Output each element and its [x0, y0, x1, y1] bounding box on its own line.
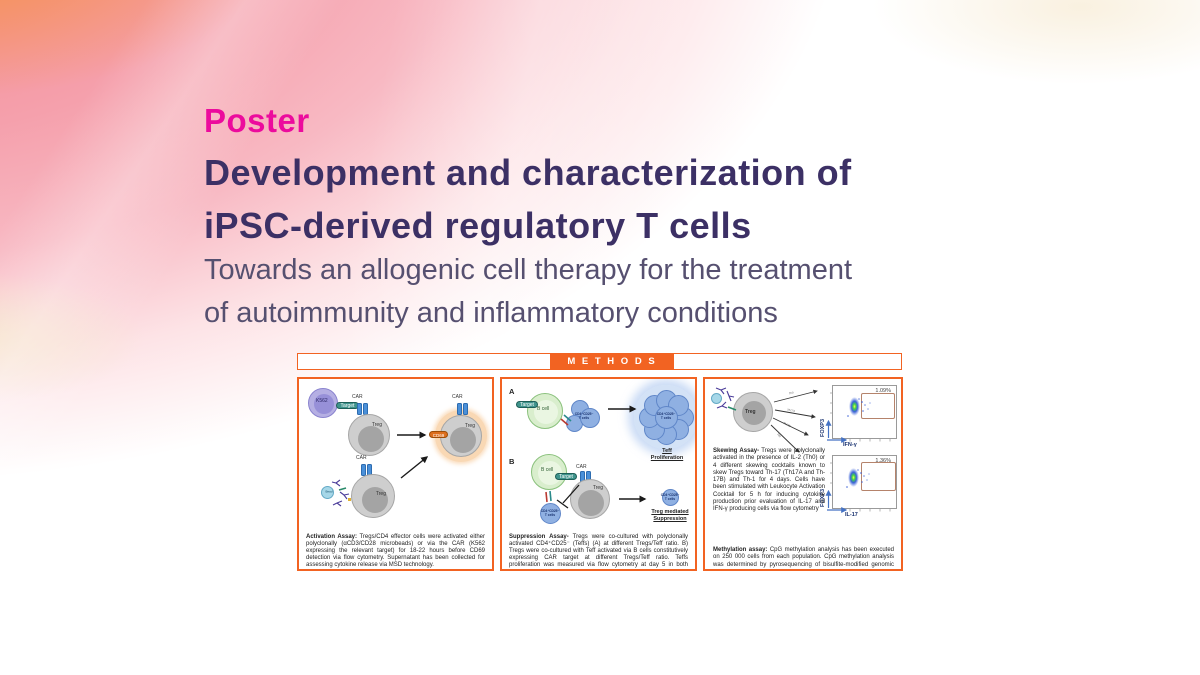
- diagram-b-label: B: [509, 457, 515, 466]
- treg-cell: Treg: [351, 474, 395, 518]
- methods-header-title: M E T H O D S: [550, 352, 674, 370]
- gate-percentage: 1.09%: [875, 387, 891, 394]
- treg-nucleus: [578, 490, 604, 516]
- page-subtitle: Towards an allogenic cell therapy for th…: [204, 249, 852, 335]
- car-label: CAR: [452, 394, 463, 400]
- flow-plot-ifng: 1.09%: [832, 385, 897, 439]
- antibody-icon: [331, 479, 350, 507]
- teff-cluster-label: CD4⁺CD25⁻ T cells: [656, 412, 676, 420]
- car-label: CAR: [576, 464, 587, 470]
- car-receptor-icon: [457, 403, 468, 415]
- treg-cell: Treg: [733, 392, 773, 432]
- treg-mediated-suppression-label: Treg mediated Suppression: [651, 509, 689, 522]
- methods-header-bar: M E T H O D S: [297, 352, 902, 370]
- eyebrow-label: Poster: [204, 102, 310, 139]
- car-label: CAR: [356, 455, 367, 461]
- treg-label: Treg: [371, 422, 382, 428]
- receptor-icon: [545, 491, 548, 503]
- skewing-caption: Skewing Assay- Tregs were polyclonally a…: [713, 448, 825, 513]
- suppressed-teff-label: CD4⁺CD25⁻ T cells: [660, 493, 680, 501]
- teff-cell: [580, 408, 600, 428]
- flow-plot-il17: 1.36%: [832, 455, 897, 509]
- page-title: Development and characterization of iPSC…: [204, 146, 852, 252]
- teff-cell-label: CD4⁺CD25⁻ T cells: [540, 509, 560, 517]
- teff-cell-center: [654, 405, 678, 429]
- subtitle-line-1: Towards an allogenic cell therapy for th…: [204, 254, 853, 286]
- bead-label: Bead: [325, 490, 333, 494]
- target-pill: Target: [516, 401, 538, 408]
- panel-suppression-assay: A B cell Target CD4⁺CD25⁻ T cells CD4⁺CD…: [500, 377, 697, 571]
- gate-percentage: 1.36%: [875, 457, 891, 464]
- diagram-a-label: A: [509, 387, 515, 396]
- treg-label: Treg: [464, 423, 475, 429]
- k562-nucleus: [314, 394, 334, 414]
- treg-cell: Treg: [570, 479, 610, 519]
- suppressed-teff-cell: [662, 489, 679, 506]
- subtitle-line-2: of autoimmunity and inflammatory conditi…: [204, 297, 778, 329]
- b-cell: B cell: [527, 393, 563, 429]
- target-pill: Target: [336, 402, 359, 409]
- treg-nucleus: [742, 401, 766, 425]
- x-axis-label: IFN-γ: [843, 442, 857, 448]
- k562-cell: K562: [308, 388, 338, 418]
- x-axis-label: IL-17: [845, 512, 858, 518]
- th17b-arrow-label: Th17B: [782, 421, 791, 428]
- suppression-caption: Suppression Assay- Tregs were co-culture…: [509, 534, 688, 569]
- treg-label: Treg: [745, 409, 756, 415]
- antibody-icon: [338, 487, 347, 491]
- title-line-1: Development and characterization of: [204, 152, 852, 193]
- treg-cell: Treg: [348, 414, 390, 456]
- car-label: CAR: [352, 394, 363, 400]
- gate-box: [861, 393, 895, 419]
- treg-label: Treg: [375, 491, 386, 497]
- treg-nucleus: [362, 487, 388, 513]
- teff-proliferation-label: Teff Proliferation: [650, 448, 684, 461]
- treg-label: Treg: [592, 485, 603, 491]
- treg-nucleus: [358, 426, 384, 452]
- title-line-2: iPSC-derived regulatory T cells: [204, 205, 752, 246]
- b-cell-nucleus: [534, 400, 558, 424]
- panel-activation-assay: K562 Target CAR Treg CAR Treg CD69 CAR T…: [297, 377, 494, 571]
- teff-cell: [540, 503, 561, 524]
- b-cell-label: B cell: [537, 406, 550, 412]
- methylation-caption: Methylation assay: CpG methylation analy…: [713, 547, 894, 569]
- th1-arrow-label: Th1: [776, 433, 782, 439]
- y-axis-label: FOXP3: [820, 418, 826, 437]
- b-cell-label: B cell: [541, 467, 554, 473]
- th0-arrow-label: Th0: [788, 391, 794, 396]
- scatter-cluster: [848, 468, 862, 487]
- treg-nucleus: [450, 427, 476, 453]
- teff-cluster-label: CD4⁺CD25⁻ T cells: [574, 412, 594, 420]
- receptor-icon: [549, 490, 552, 502]
- panel-skewing-assay: Treg Th0 Th17A Th17B Th1 1.09% FOXP3 IFN…: [703, 377, 903, 571]
- bead-cell: [711, 393, 722, 404]
- th17a-arrow-label: Th17A: [786, 408, 796, 413]
- bead-cell: Bead: [321, 486, 334, 499]
- scatter-cluster: [849, 397, 863, 416]
- k562-label: K562: [316, 398, 328, 404]
- b-cell: B cell: [531, 454, 567, 490]
- cd69-pill: CD69: [429, 431, 448, 438]
- activation-caption: Activation Assay: Tregs/CD4 effector cel…: [306, 534, 485, 569]
- target-pill: Target: [555, 473, 577, 480]
- gate-box: [861, 462, 896, 491]
